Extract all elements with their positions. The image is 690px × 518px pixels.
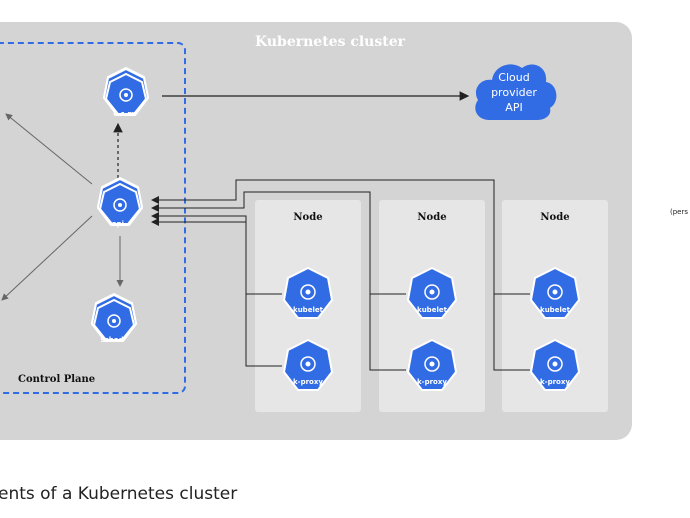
kproxy-label: k-proxy bbox=[417, 378, 447, 386]
api-to-lower-component-arrow bbox=[1, 215, 93, 301]
k8s-heptagon-stack-icon bbox=[90, 292, 138, 342]
node2-kproxy-wire bbox=[369, 292, 406, 371]
node-title: Node bbox=[293, 212, 323, 223]
cloud-label-line3: API bbox=[505, 101, 523, 114]
api-to-upper-component-arrow bbox=[5, 113, 93, 185]
ccm-component: c-c-m bbox=[96, 64, 152, 120]
kproxy-icon bbox=[529, 338, 581, 391]
node1-kproxy: k-proxy bbox=[280, 338, 336, 394]
kubelet-icon bbox=[282, 266, 334, 319]
node2-kubelet-wire bbox=[151, 191, 406, 295]
node3-kproxy: k-proxy bbox=[527, 338, 583, 394]
kubelet-label: kubelet bbox=[293, 306, 323, 314]
kproxy-label: k-proxy bbox=[540, 378, 570, 386]
kproxy-icon bbox=[406, 338, 458, 391]
k8s-heptagon-stack-icon bbox=[102, 66, 150, 116]
side-note-fragment: (pers bbox=[670, 208, 689, 216]
sched-label: sched bbox=[100, 336, 124, 344]
cloud-label-line2: provider bbox=[491, 86, 537, 99]
cluster-title: Kubernetes cluster bbox=[255, 34, 405, 50]
node3-kubelet: kubelet bbox=[527, 266, 583, 322]
cloud-provider-api: Cloud provider API bbox=[470, 58, 558, 124]
node2-kubelet: kubelet bbox=[404, 266, 460, 322]
api-label: api bbox=[111, 220, 125, 228]
node1-kubelet-wire bbox=[151, 212, 282, 295]
cloud-label-line1: Cloud bbox=[498, 71, 530, 84]
node-title: Node bbox=[417, 212, 447, 223]
sched-component: sched bbox=[84, 290, 140, 346]
k8s-heptagon-stack-icon bbox=[96, 176, 144, 226]
node1-kproxy-wire bbox=[151, 218, 282, 367]
kproxy-icon bbox=[282, 338, 334, 391]
api-component: api bbox=[90, 174, 146, 230]
node2-kproxy: k-proxy bbox=[404, 338, 460, 394]
ccm-label: c-c-m bbox=[113, 110, 135, 118]
control-plane-box bbox=[0, 42, 186, 394]
kubelet-icon bbox=[529, 266, 581, 319]
cloud-icon bbox=[475, 64, 557, 120]
kproxy-label: k-proxy bbox=[293, 378, 323, 386]
kubelet-icon bbox=[406, 266, 458, 319]
kubelet-label: kubelet bbox=[417, 306, 447, 314]
kubelet-label: kubelet bbox=[540, 306, 570, 314]
figure-caption: ents of a Kubernetes cluster bbox=[0, 484, 238, 504]
control-plane-label: Control Plane bbox=[18, 374, 96, 385]
node3-kproxy-wire bbox=[493, 292, 530, 371]
node1-kubelet: kubelet bbox=[280, 266, 336, 322]
node3-kubelet-wire bbox=[151, 179, 530, 295]
node-title: Node bbox=[540, 212, 570, 223]
